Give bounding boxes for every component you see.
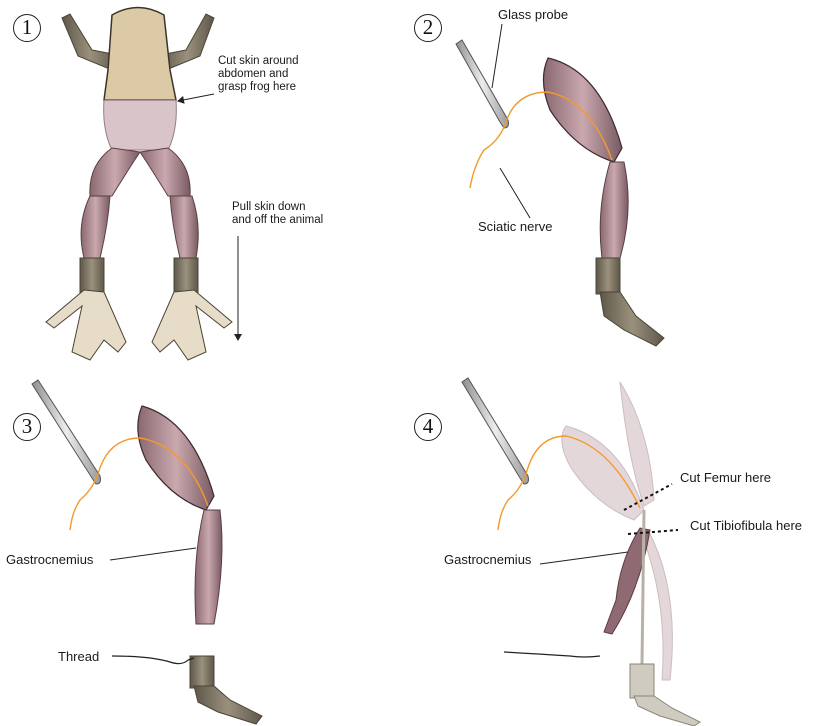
cut-tibiofibula-label: Cut Tibiofibula here [690, 519, 802, 534]
glass-probe [462, 378, 529, 484]
cut-skin-label: Cut skin around abdomen and grasp frog h… [218, 55, 299, 95]
left-foot [46, 290, 126, 360]
thread [504, 652, 600, 657]
right-ankle [174, 258, 198, 294]
grasp-arrow [178, 94, 214, 101]
gastrocnemius-label: Gastrocnemius [6, 553, 93, 568]
step-number-2: 2 [414, 14, 442, 42]
sciatic-nerve-leader [500, 168, 530, 218]
left-thigh [90, 148, 140, 196]
pull-skin-label: Pull skin down and off the animal [232, 201, 323, 227]
frog-abdomen [104, 100, 177, 150]
thread-label: Thread [58, 650, 99, 665]
shank-muscle [600, 162, 628, 258]
right-shank [170, 196, 198, 258]
foot [194, 686, 262, 724]
frog-skin [104, 8, 176, 101]
sciatic-nerve-label: Sciatic nerve [478, 220, 552, 235]
ankle [630, 664, 654, 698]
cut-tibiofibula-line [628, 530, 678, 534]
step-number-3: 3 [13, 413, 41, 441]
foot [634, 696, 700, 726]
left-shank [81, 196, 110, 258]
glass-probe-leader [492, 24, 502, 88]
glass-probe-label: Glass probe [498, 8, 568, 23]
glass-probe [456, 40, 509, 128]
step-number-1: 1 [13, 14, 41, 42]
left-ankle [80, 258, 104, 294]
panel-1-frog [46, 8, 238, 361]
cut-femur-label: Cut Femur here [680, 471, 771, 486]
foot [600, 292, 664, 346]
gastrocnemius-leader [110, 548, 196, 560]
right-thigh [140, 148, 190, 196]
thread [112, 656, 194, 664]
ankle [596, 258, 620, 294]
gastrocnemius-muscle [195, 510, 222, 624]
glass-probe [32, 380, 101, 484]
gastrocnemius-leader [540, 552, 628, 564]
right-foot [152, 290, 232, 360]
ankle [190, 656, 214, 688]
panel-2-leg [456, 24, 664, 346]
step-number-4: 4 [414, 413, 442, 441]
gastrocnemius-label: Gastrocnemius [444, 553, 531, 568]
